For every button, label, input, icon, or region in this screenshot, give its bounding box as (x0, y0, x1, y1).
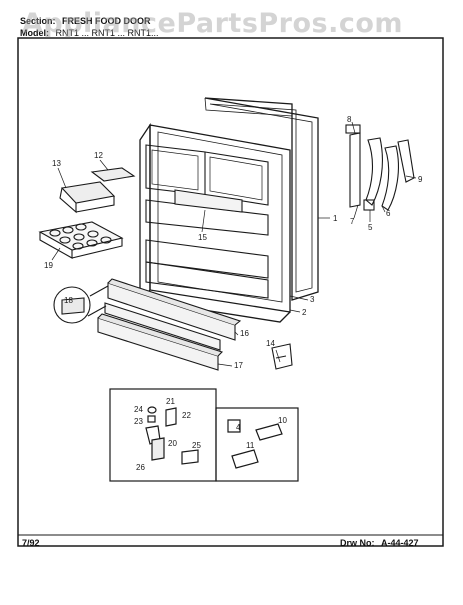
dairy-compartment-door (59, 181, 116, 214)
model-header: Model: RNT1 ... RNT1 ... RNT1... (20, 28, 159, 38)
callout-numbers: 1 2 3 4 5 6 7 8 9 10 11 12 13 14 15 16 1… (44, 115, 423, 472)
callout-20: 20 (168, 439, 177, 448)
door-liner (139, 122, 291, 323)
callout-5: 5 (368, 223, 373, 232)
handle-parts-inset (215, 407, 299, 482)
callout-19: 19 (44, 261, 53, 270)
handle-bracket (271, 343, 293, 370)
callout-14: 14 (266, 339, 275, 348)
site-watermark: AppliancePartsPros.com (22, 8, 404, 39)
egg-tray (38, 221, 124, 259)
callout-15: 15 (198, 233, 207, 242)
callout-23: 23 (134, 417, 143, 426)
callout-1: 1 (333, 214, 338, 223)
callout-13: 13 (52, 159, 61, 168)
callout-12: 12 (94, 151, 103, 160)
door-shelf-middle (145, 189, 269, 279)
door-gasket-frame (204, 97, 319, 301)
door-hinge-assembly (345, 124, 415, 211)
callout-3: 3 (310, 295, 315, 304)
callout-7: 7 (350, 217, 355, 226)
callout-10: 10 (278, 416, 287, 425)
callout-22: 22 (182, 411, 191, 420)
drawing-label: Drw No: (340, 538, 375, 548)
callout-17: 17 (234, 361, 243, 370)
revision-date: 7/92 (22, 538, 40, 548)
callout-leaders (51, 121, 417, 367)
bar-end-detail (53, 285, 109, 324)
callout-18: 18 (64, 296, 73, 305)
callout-25: 25 (192, 441, 201, 450)
drawing-number-block: Drw No: A-44-427 (340, 538, 419, 548)
drawing-border (17, 37, 444, 547)
callout-24: 24 (134, 405, 143, 414)
section-label: Section: (20, 16, 56, 26)
callout-2: 2 (302, 308, 307, 317)
callout-9: 9 (418, 175, 423, 184)
dairy-door-cover (90, 167, 136, 182)
callout-26: 26 (136, 463, 145, 472)
model-value: RNT1 ... RNT1 ... RNT1... (55, 28, 159, 38)
shelf-bar-17 (97, 313, 224, 371)
callout-4: 4 (236, 423, 241, 432)
callout-6: 6 (386, 209, 391, 218)
drawing-number: A-44-427 (381, 538, 419, 548)
callout-16: 16 (240, 329, 249, 338)
model-label: Model: (20, 28, 49, 38)
section-value: FRESH FOOD DOOR (62, 16, 151, 26)
callout-11: 11 (246, 441, 255, 450)
callout-8: 8 (347, 115, 352, 124)
callout-21: 21 (166, 397, 175, 406)
door-shelf-lower (145, 261, 269, 299)
hinge-kit-inset (109, 388, 217, 482)
shelf-bar-16 (104, 278, 242, 351)
section-header: Section: FRESH FOOD DOOR (20, 16, 151, 26)
